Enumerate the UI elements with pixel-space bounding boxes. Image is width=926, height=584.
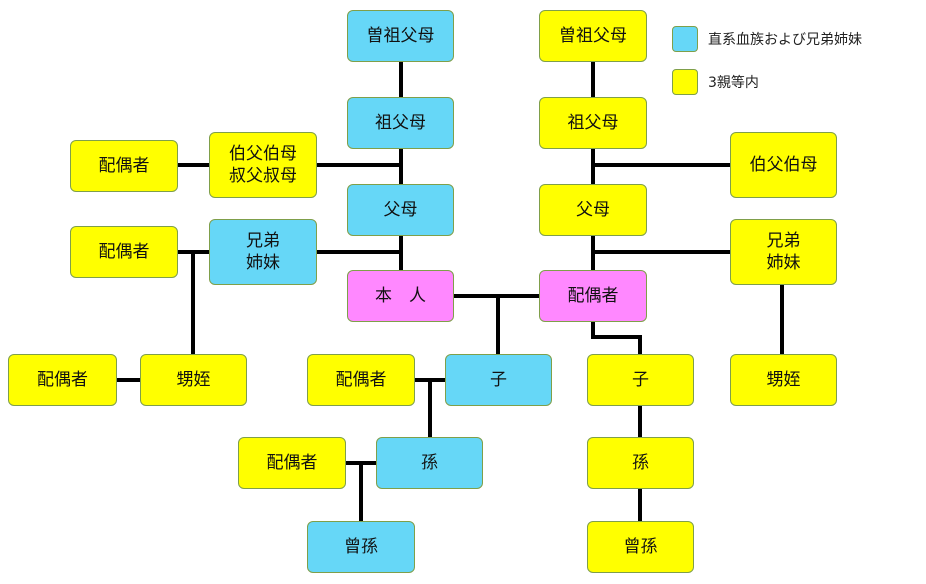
grandparents-right-box: 祖父母 — [539, 97, 647, 149]
self-box: 本 人 — [347, 270, 454, 322]
legend-direct: 直系血族および兄弟姉妹 — [672, 26, 862, 52]
legend-swatch-direct — [672, 26, 698, 52]
great-grandchild-right-box: 曾孫 — [587, 521, 694, 573]
legend-label-third: 3親等内 — [708, 75, 759, 91]
siblings-left-box: 兄弟 姉妹 — [209, 219, 317, 285]
nephews-spouse-left-box: 配偶者 — [8, 354, 117, 406]
grandparents-left-box: 祖父母 — [347, 97, 454, 149]
child-left-box: 子 — [445, 354, 552, 406]
great-grandparents-right-box: 曽祖父母 — [539, 10, 647, 62]
legend-swatch-third — [672, 69, 698, 95]
parents-left-box: 父母 — [347, 184, 454, 236]
child-right-box: 子 — [587, 354, 694, 406]
legend-label-direct: 直系血族および兄弟姉妹 — [708, 32, 862, 48]
siblings-right-box: 兄弟 姉妹 — [730, 219, 837, 285]
legend-third: 3親等内 — [672, 69, 759, 95]
grandchild-right-box: 孫 — [587, 437, 694, 489]
uncles-aunts-right-box: 伯父伯母 — [730, 132, 837, 198]
grandchild-left-box: 孫 — [376, 437, 483, 489]
parents-right-box: 父母 — [539, 184, 647, 236]
child-spouse-left-box: 配偶者 — [307, 354, 415, 406]
uncles-aunts-left-box: 伯父伯母 叔父叔母 — [209, 132, 317, 198]
great-grandchild-left-box: 曾孫 — [307, 521, 415, 573]
grandchild-spouse-left-box: 配偶者 — [238, 437, 346, 489]
spouse-box: 配偶者 — [539, 270, 647, 322]
connector-line — [591, 321, 642, 354]
uncles-aunts-spouse-left-box: 配偶者 — [70, 140, 178, 192]
nephews-right-box: 甥姪 — [730, 354, 837, 406]
siblings-spouse-left-box: 配偶者 — [70, 226, 178, 278]
nephews-left-box: 甥姪 — [140, 354, 247, 406]
great-grandparents-left-box: 曽祖父母 — [347, 10, 454, 62]
